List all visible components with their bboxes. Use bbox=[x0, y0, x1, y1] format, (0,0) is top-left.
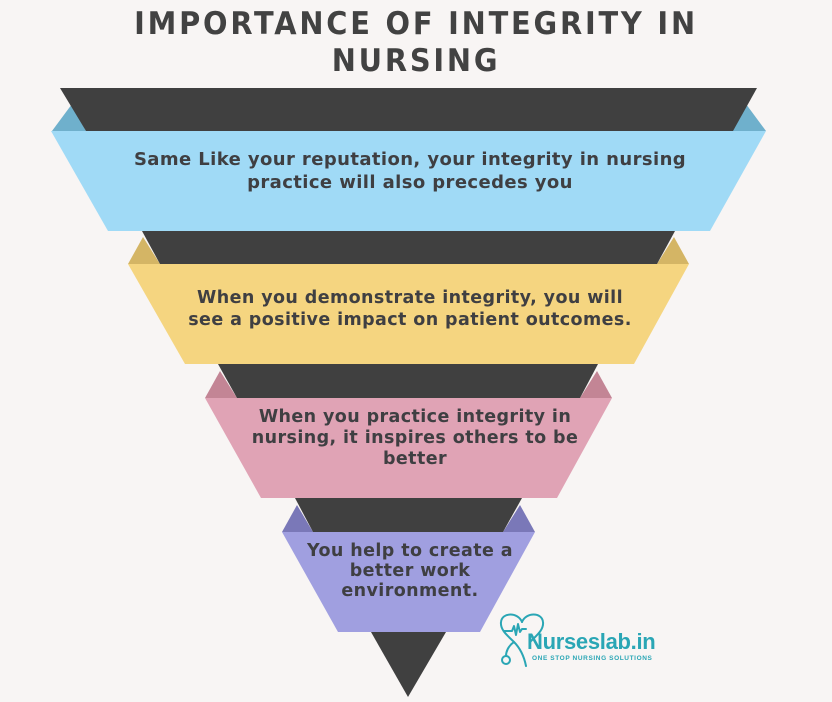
logo-tagline: ONE STOP NURSING SOLUTIONS bbox=[532, 655, 653, 662]
page-title: IMPORTANCE OF INTEGRITY IN NURSING bbox=[29, 6, 803, 80]
funnel-level-2 bbox=[128, 231, 689, 364]
funnel-tip bbox=[371, 632, 446, 697]
level-4-band bbox=[282, 532, 535, 632]
level-3-fold-left bbox=[205, 371, 237, 398]
funnel-level-3 bbox=[205, 364, 612, 498]
level-1-fold-right bbox=[732, 104, 766, 131]
stethoscope-heart-icon bbox=[499, 613, 545, 667]
logo-name: Nurseslab.in bbox=[527, 629, 656, 654]
title-line-1: IMPORTANCE OF INTEGRITY IN bbox=[134, 6, 698, 42]
level-1-fold-left bbox=[52, 104, 86, 131]
level-4-text-line-2: better work bbox=[349, 561, 471, 581]
level-1-text: Same Like your reputation, your integrit… bbox=[100, 148, 720, 194]
title-line-2: NURSING bbox=[331, 43, 501, 79]
level-2-text-line-2: see a positive impact on patient outcome… bbox=[188, 310, 632, 330]
level-2-band bbox=[128, 264, 689, 364]
level-3-text-line-1: When you practice integrity in bbox=[258, 407, 572, 427]
funnel-level-4 bbox=[282, 498, 535, 632]
level-1-dark-band bbox=[60, 88, 757, 131]
level-3-text-line-3: better bbox=[382, 449, 448, 469]
level-1-band bbox=[51, 131, 766, 231]
level-2-text-line-1: When you demonstrate integrity, you will bbox=[197, 288, 623, 308]
level-4-fold-left bbox=[282, 505, 313, 532]
level-3-band bbox=[205, 398, 612, 498]
level-1-text-line-1: Same Like your reputation, your integrit… bbox=[133, 149, 687, 170]
level-1-text-line-2: practice will also precedes you bbox=[247, 172, 573, 193]
level-4-fold-right bbox=[503, 505, 535, 532]
funnel-level-1 bbox=[51, 88, 766, 231]
level-4-text-line-3: environment. bbox=[341, 581, 479, 601]
level-2-dark-band bbox=[142, 231, 675, 264]
level-4-dark-band bbox=[295, 498, 522, 532]
level-4-text: You help to create a better work environ… bbox=[290, 541, 530, 601]
level-3-fold-right bbox=[580, 371, 612, 398]
level-2-text: When you demonstrate integrity, you will… bbox=[160, 287, 660, 331]
level-4-text-line-1: You help to create a bbox=[307, 541, 513, 561]
level-3-text: When you practice integrity in nursing, … bbox=[235, 407, 595, 470]
level-3-text-line-2: nursing, it inspires others to be bbox=[251, 428, 579, 448]
level-2-fold-right bbox=[657, 237, 689, 264]
level-3-dark-band bbox=[218, 364, 598, 398]
nurseslab-logo: Nurseslab.in ONE STOP NURSING SOLUTIONS bbox=[496, 608, 666, 668]
level-2-fold-left bbox=[128, 237, 160, 264]
